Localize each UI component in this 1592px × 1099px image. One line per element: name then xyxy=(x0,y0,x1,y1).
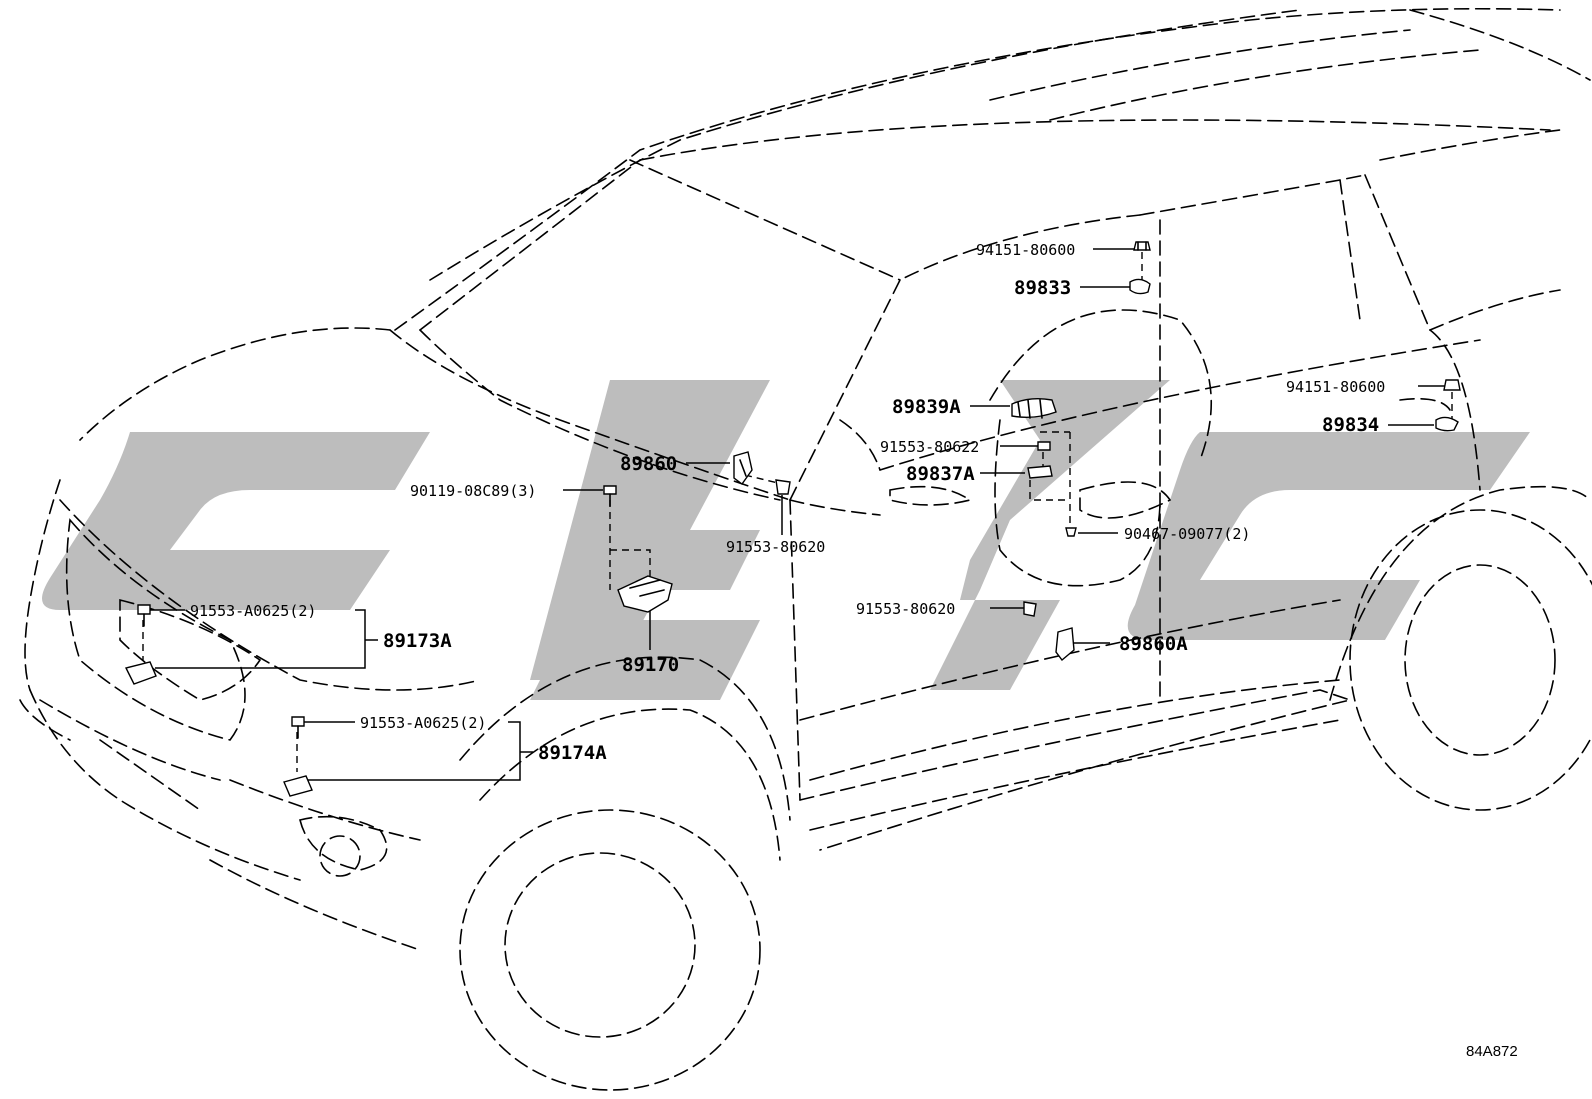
nut-icon-94151-right xyxy=(1443,379,1461,391)
watermark-logo xyxy=(42,380,1530,700)
nut-icon-94151-top xyxy=(1133,241,1151,251)
sensor-icon-89837a xyxy=(1027,465,1053,479)
sensor-icon-89173a xyxy=(124,661,157,685)
label-89833[interactable]: 89833 xyxy=(1014,277,1071,299)
vehicle-outline xyxy=(19,7,1592,1091)
bolt-icon-91553-a0625-a xyxy=(137,604,151,627)
sensor-icon-89860a xyxy=(1055,627,1075,662)
label-89174a[interactable]: 89174A xyxy=(538,742,607,764)
bolt-icon-91553-80622 xyxy=(1037,441,1051,451)
sensor-icon-89860 xyxy=(733,451,753,485)
label-91553-80620-mid[interactable]: 91553-80620 xyxy=(726,538,825,556)
sensor-icon-89170 xyxy=(617,575,673,613)
label-89837a[interactable]: 89837A xyxy=(906,463,975,485)
bolt-icon-90119 xyxy=(603,485,617,507)
label-89860[interactable]: 89860 xyxy=(620,453,677,475)
leader-lines xyxy=(142,248,1453,781)
label-90467-09077[interactable]: 90467-09077(2) xyxy=(1124,525,1250,543)
label-91553-80622[interactable]: 91553-80622 xyxy=(880,438,979,456)
label-89170[interactable]: 89170 xyxy=(622,654,679,676)
label-89860a[interactable]: 89860A xyxy=(1119,633,1188,655)
part-labels: 94151-80600 89833 89839A 91553-80622 898… xyxy=(190,241,1518,1060)
bolt-icon-91553-a0625-b xyxy=(291,716,305,739)
label-91553-80620-low[interactable]: 91553-80620 xyxy=(856,600,955,618)
label-89173a[interactable]: 89173A xyxy=(383,630,452,652)
bolt-icon-91553-80620-low xyxy=(1023,601,1037,617)
diagram-code: 84A872 xyxy=(1466,1043,1518,1060)
label-91553-a0625-b[interactable]: 91553-A0625(2) xyxy=(360,714,486,732)
bolt-icon-91553-80620-mid xyxy=(775,479,791,495)
sensor-icon-89833 xyxy=(1129,278,1151,295)
part-components xyxy=(124,241,1461,797)
label-94151-80600-right[interactable]: 94151-80600 xyxy=(1286,378,1385,396)
label-94151-80600-top[interactable]: 94151-80600 xyxy=(976,241,1075,259)
sensor-icon-89174a xyxy=(283,775,313,797)
label-89839a[interactable]: 89839A xyxy=(892,396,961,418)
clip-icon-90467 xyxy=(1065,527,1077,537)
label-90119-08c89[interactable]: 90119-08C89(3) xyxy=(410,482,536,500)
label-89834[interactable]: 89834 xyxy=(1322,414,1379,436)
sensor-icon-89839a xyxy=(1011,397,1057,419)
sensor-icon-89834 xyxy=(1435,416,1459,432)
label-91553-a0625-a[interactable]: 91553-A0625(2) xyxy=(190,602,316,620)
